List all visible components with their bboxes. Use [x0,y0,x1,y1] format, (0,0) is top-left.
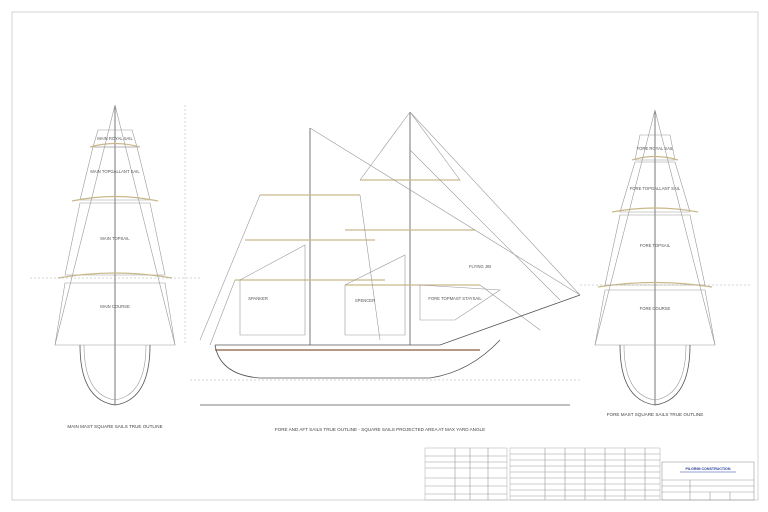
sail-label: MAIN COURSE [100,304,130,309]
data-table-left [424,447,508,501]
sail-label: FORE COURSE [640,306,671,311]
sail-label: MAIN TOPGALLANT SAIL [90,169,140,174]
company-name: PILGRIM CONSTRUCTION [686,467,731,471]
sail-label: FORE ROYAL SAIL [637,146,674,151]
view-title: FORE MAST SQUARE SAILS TRUE OUTLINE [607,412,704,417]
sail-label: FORE TOPSAIL [640,243,671,248]
sail-label: FLYING JIB [469,264,491,269]
sail-label: FORE TOPMAST STAYSAIL [428,296,482,301]
sail-label: SPANKER [248,296,268,301]
main-mast-view: MAIN ROYAL SAIL MAIN TOPGALLANT SAIL MAI… [30,104,200,429]
data-table-right [509,447,661,501]
sail-label: FORE TOPGALLANT SAIL [630,186,681,191]
sail-label: MAIN ROYAL SAIL [97,136,133,141]
profile-view: SPANKER SPENCER FORE TOPMAST STAYSAIL FL… [190,111,581,432]
drawing-border [11,11,759,501]
view-title: MAIN MAST SQUARE SAILS TRUE OUTLINE [67,424,162,429]
title-block: PILGRIM CONSTRUCTION [661,461,755,501]
sail-label: SPENCER [355,298,375,303]
fore-mast-view: FORE ROYAL SAIL FORE TOPGALLANT SAIL FOR… [580,109,750,417]
view-title: FORE AND AFT SAILS TRUE OUTLINE - SQUARE… [275,427,485,432]
sail-label: MAIN TOPSAIL [100,236,130,241]
